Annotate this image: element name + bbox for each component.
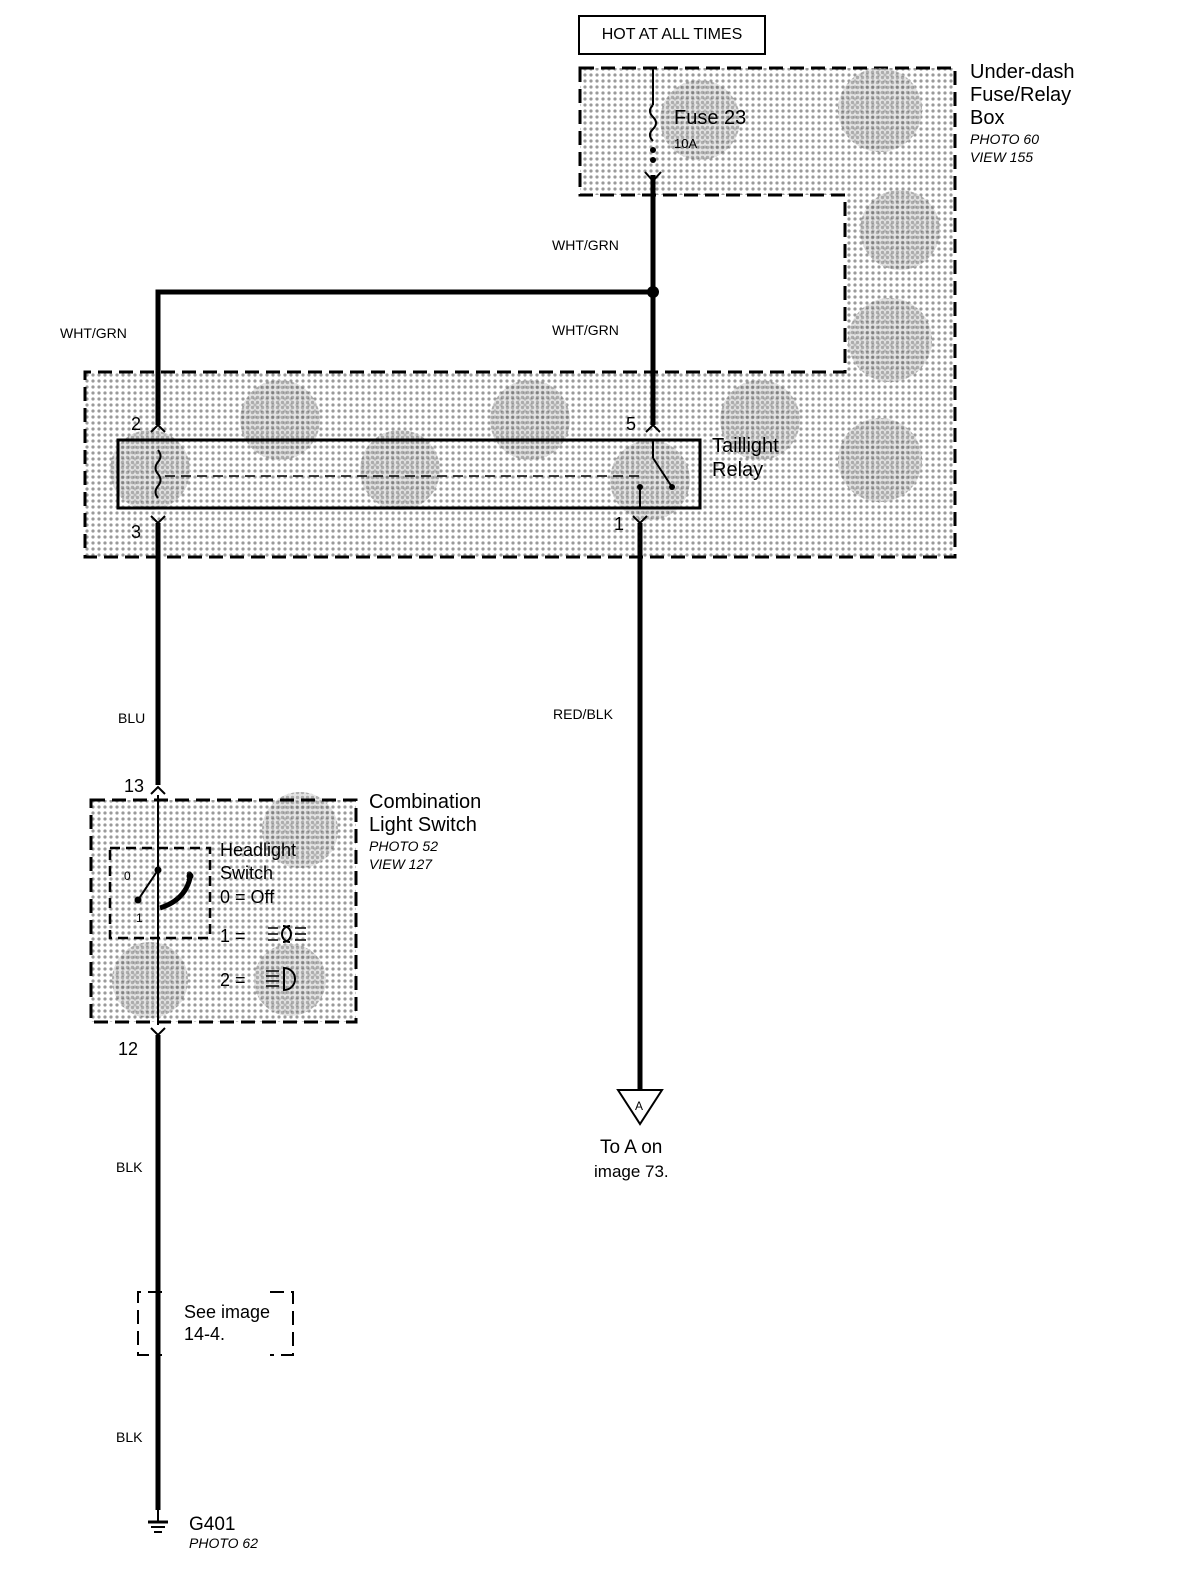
fuse-name: Fuse 23 — [674, 107, 746, 129]
switch-lever-icon — [137, 869, 159, 901]
fuse-box-name-2: Fuse/Relay — [970, 84, 1071, 106]
ground-photo: PHOTO 62 — [189, 1535, 258, 1551]
taillight-relay — [116, 423, 702, 525]
splice-dot — [647, 286, 659, 298]
parking-light-icon — [268, 925, 306, 943]
wire-branch-to-relay-pin2 — [155, 289, 653, 425]
wire-label-blu: BLU — [118, 710, 145, 726]
connector-a-icon — [616, 1089, 664, 1126]
relay-pin-1: 1 — [614, 514, 624, 534]
switch-name-2: Light Switch — [369, 814, 477, 836]
relay-pin-3: 3 — [131, 522, 141, 542]
connector-line-2: image 73. — [594, 1162, 669, 1181]
fuse-relay-box — [83, 66, 957, 559]
wire-label-blk-2: BLK — [116, 1429, 143, 1445]
wires — [155, 175, 656, 1510]
fuse-box-name-1: Under-dash — [970, 61, 1075, 83]
switch-view: VIEW 127 — [369, 856, 433, 872]
power-source-label: HOT AT ALL TIMES — [601, 26, 743, 43]
power-source-box: HOT AT ALL TIMES — [578, 15, 766, 55]
connector-letter: A — [635, 1099, 643, 1113]
switch-photo: PHOTO 52 — [369, 838, 438, 854]
switch-contact-2: 2 — [186, 869, 193, 883]
wire-label-red-blk: RED/BLK — [553, 706, 614, 722]
switch-pin-12: 12 — [118, 1039, 138, 1059]
see-image-line-2: 14-4. — [184, 1324, 225, 1344]
wire-label-2: WHT/GRN — [60, 325, 127, 341]
switch-contact-1: 1 — [136, 911, 143, 925]
switch-name-1: Combination — [369, 791, 481, 813]
headlight-switch — [108, 785, 212, 1037]
relay-pin-2: 2 — [131, 414, 141, 434]
connector-line-1: To A on — [600, 1137, 662, 1158]
wire-label-3: WHT/GRN — [552, 322, 619, 338]
fuse-rating: 10A — [674, 136, 697, 151]
relay-name-2: Relay — [712, 459, 763, 481]
see-image-bracket — [137, 1291, 294, 1356]
wire-label-blk-1: BLK — [116, 1159, 143, 1175]
fuse-icon — [644, 68, 662, 183]
headlight-icon — [266, 966, 296, 992]
ground-icon — [148, 1510, 168, 1533]
headlight-switch-label-2: Switch — [220, 863, 273, 883]
headlight-switch-label-1: Headlight — [220, 840, 296, 860]
switch-pos-1: 1 = — [220, 926, 246, 946]
relay-name-1: Taillight — [712, 435, 779, 457]
fuse-box-photo: PHOTO 60 — [970, 131, 1039, 147]
switch-pos-0: 0 = Off — [220, 887, 275, 907]
fuse-box-name-3: Box — [970, 107, 1004, 129]
wire-label-1: WHT/GRN — [552, 237, 619, 253]
ground-name: G401 — [189, 1514, 235, 1535]
fuse-box-view: VIEW 155 — [970, 149, 1033, 165]
switch-pin-13: 13 — [124, 776, 144, 796]
relay-pin-5: 5 — [626, 414, 636, 434]
relay-coil-icon — [154, 449, 162, 499]
switch-pos-2: 2 = — [220, 970, 246, 990]
switch-contact-0: 0 — [124, 869, 131, 883]
combination-switch-box — [89, 792, 358, 1024]
see-image-line-1: See image — [184, 1302, 270, 1322]
relay-contact-icon — [652, 457, 673, 488]
